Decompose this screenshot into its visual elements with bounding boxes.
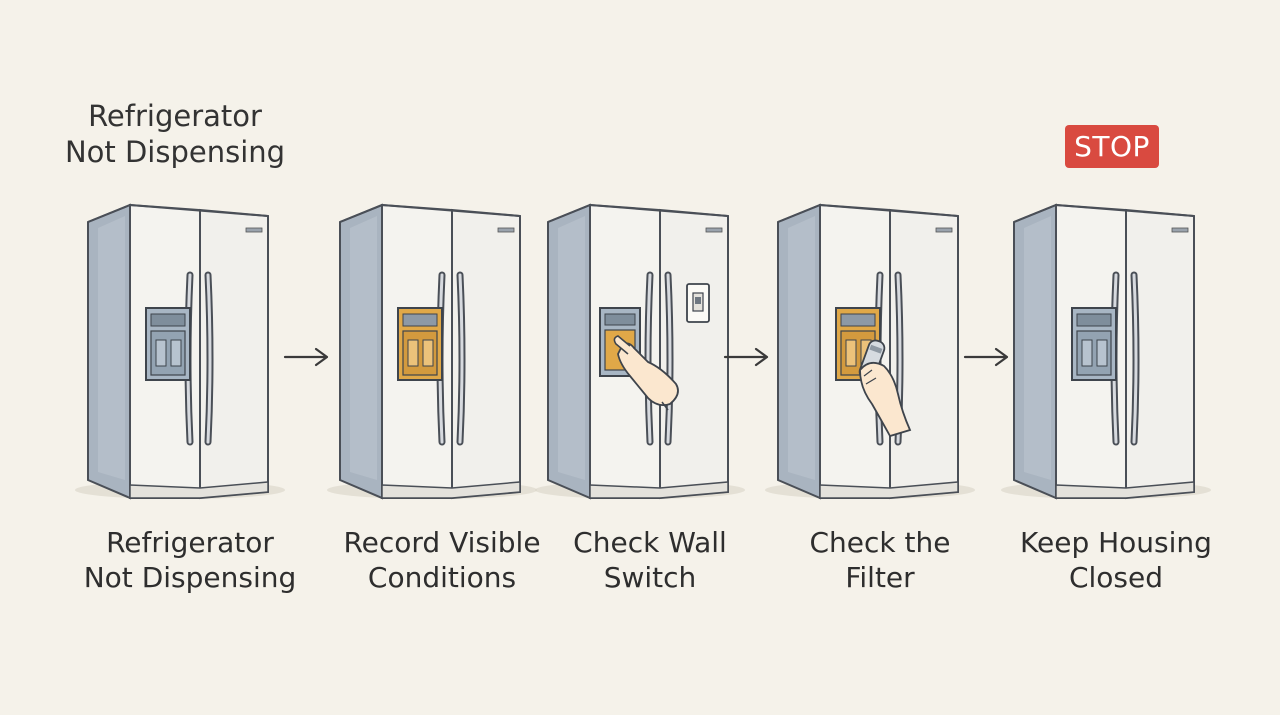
hand-icon	[613, 335, 679, 411]
step-label: Refrigerator Not Dispensing	[83, 526, 297, 594]
step-2: Record Visible Conditions	[322, 180, 562, 620]
title-line-2: Not Dispensing	[64, 135, 286, 169]
stop-badge: STOP	[1065, 125, 1159, 168]
step-label: Check the Filter	[809, 526, 951, 594]
title-line-1: Refrigerator	[88, 99, 262, 133]
arrow-right-icon	[723, 347, 769, 367]
step-4: Check the Filter	[760, 180, 1000, 620]
step-1: Refrigerator Not Dispensing	[70, 180, 310, 620]
refrigerator-icon	[760, 180, 1000, 510]
arrow-right-icon	[963, 347, 1009, 367]
refrigerator-icon	[70, 180, 310, 510]
step-5: Keep Housing Closed	[996, 180, 1236, 620]
refrigerator-icon	[322, 180, 562, 510]
page-title: Refrigerator Not Dispensing	[60, 98, 290, 170]
wall-switch-icon	[686, 283, 710, 323]
step-label: Check Wall Switch	[573, 526, 727, 594]
step-label: Keep Housing Closed	[1020, 526, 1212, 594]
step-label: Record Visible Conditions	[343, 526, 541, 594]
refrigerator-icon	[530, 180, 770, 510]
refrigerator-icon	[996, 180, 1236, 510]
step-3: Check Wall Switch	[530, 180, 770, 620]
hand-icon	[859, 361, 912, 438]
arrow-right-icon	[283, 347, 329, 367]
